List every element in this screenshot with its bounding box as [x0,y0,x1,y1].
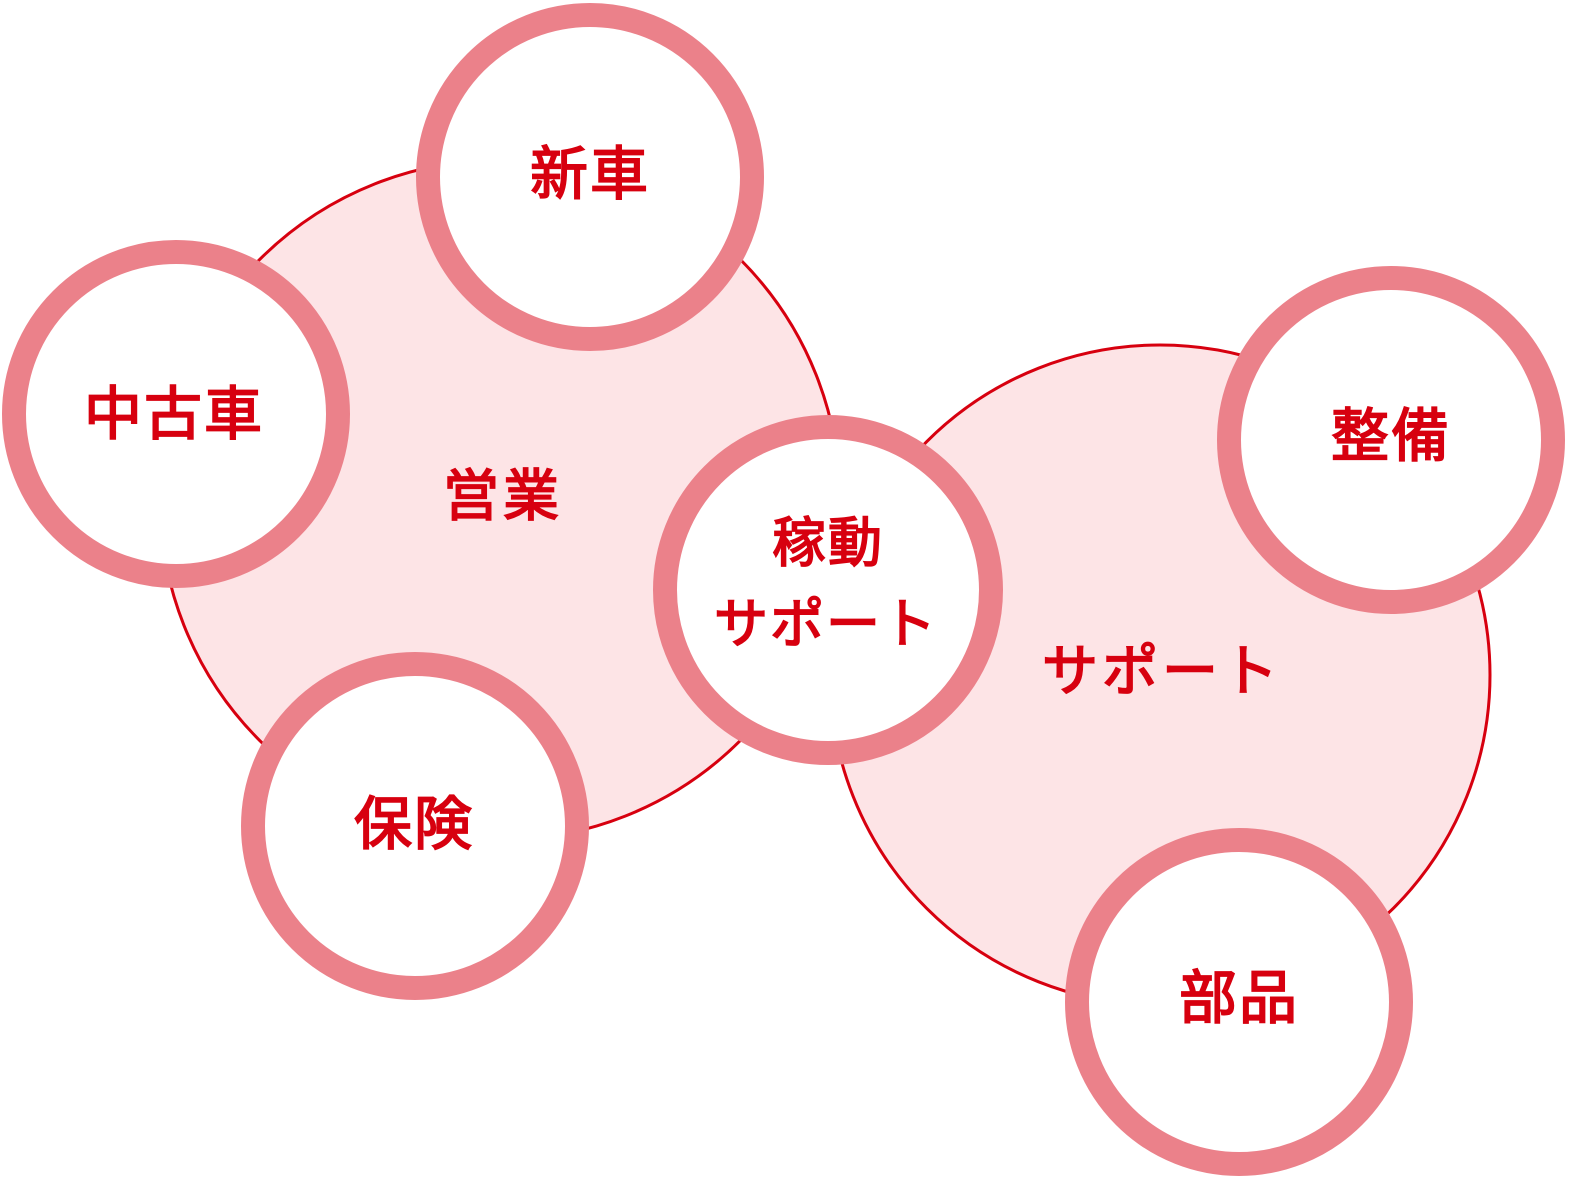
node-new-car: 新車 [416,3,764,351]
node-parts-label: 部品 [1179,964,1299,1032]
node-parts: 部品 [1065,828,1413,1176]
node-used-car-label: 中古車 [84,380,264,448]
group-sales-label: 営業 [443,465,563,530]
node-insurance-label: 保険 [354,790,474,858]
center-label-line2: サポート [714,593,938,656]
node-insurance: 保険 [241,652,589,1000]
node-new-car-label: 新車 [530,140,650,208]
group-support-label: サポート [1042,640,1282,705]
center-label-line1: 稼動 [772,512,884,575]
node-maintenance-label: 整備 [1331,402,1451,470]
node-center: 稼動 サポート [653,415,1003,765]
node-used-car: 中古車 [2,240,350,588]
node-maintenance: 整備 [1217,266,1565,614]
